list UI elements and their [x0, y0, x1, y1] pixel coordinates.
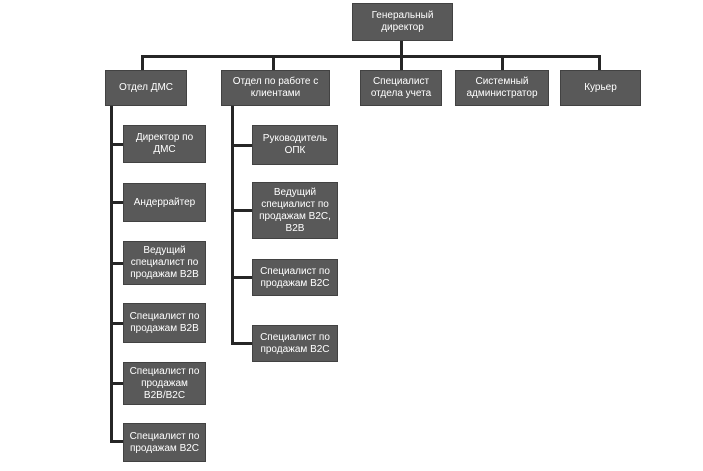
- connector-branch-b2c-sales: [110, 440, 123, 443]
- org-node-client-dept: Отдел по работе с клиентами: [221, 70, 330, 106]
- org-node-b2c-sales-specialist-1: Специалист по продажам B2C: [252, 259, 338, 296]
- connector-level2-horizontal-bar: [141, 55, 601, 58]
- org-node-b2c-sales-specialist-2: Специалист по продажам B2C: [252, 325, 338, 362]
- connector-branch-opk-head: [231, 144, 252, 147]
- org-node-b2b-sales-specialist: Специалист по продажам B2B: [123, 303, 206, 343]
- org-node-dms-dept: Отдел ДМС: [105, 70, 187, 106]
- connector-branch-lead-b2c-b2b-sales: [231, 209, 252, 212]
- connector-branch-b2b-sales: [110, 322, 123, 325]
- connector-branch-b2b-b2c-sales: [110, 382, 123, 385]
- connector-stub-courier: [598, 55, 601, 70]
- org-node-general-director: Генеральный директор: [352, 3, 453, 41]
- org-node-lead-b2b-sales-specialist: Ведущий специалист по продажам B2B: [123, 241, 206, 285]
- org-node-b2b-b2c-sales-specialist: Специалист по продажам B2B/B2C: [123, 362, 206, 405]
- connector-stub-client-dept: [272, 55, 275, 70]
- connector-branch-b2c-sales-2: [231, 342, 252, 345]
- org-node-courier: Курьер: [560, 70, 641, 106]
- connector-branch-lead-b2b-sales: [110, 262, 123, 265]
- org-node-accounting-specialist: Специалист отдела учета: [360, 70, 442, 106]
- org-node-underwriter: Андеррайтер: [123, 183, 206, 222]
- connector-trunk-dms-column: [110, 105, 113, 443]
- connector-branch-underwriter: [110, 201, 123, 204]
- org-node-lead-b2c-b2b-sales-specialist: Ведущий специалист по продажам B2C, B2B: [252, 182, 338, 239]
- connector-branch-dms-director: [110, 143, 123, 146]
- connector-trunk-client-column: [231, 105, 234, 345]
- org-node-opk-head: Руководитель ОПК: [252, 125, 338, 165]
- org-node-dms-director: Директор по ДМС: [123, 125, 206, 163]
- connector-branch-b2c-sales-1: [231, 276, 252, 279]
- org-node-b2c-sales-specialist: Специалист по продажам B2C: [123, 423, 206, 462]
- connector-stub-dms-dept: [141, 55, 144, 70]
- connector-stub-sysadmin: [501, 55, 504, 70]
- org-node-system-administrator: Системный администратор: [455, 70, 549, 106]
